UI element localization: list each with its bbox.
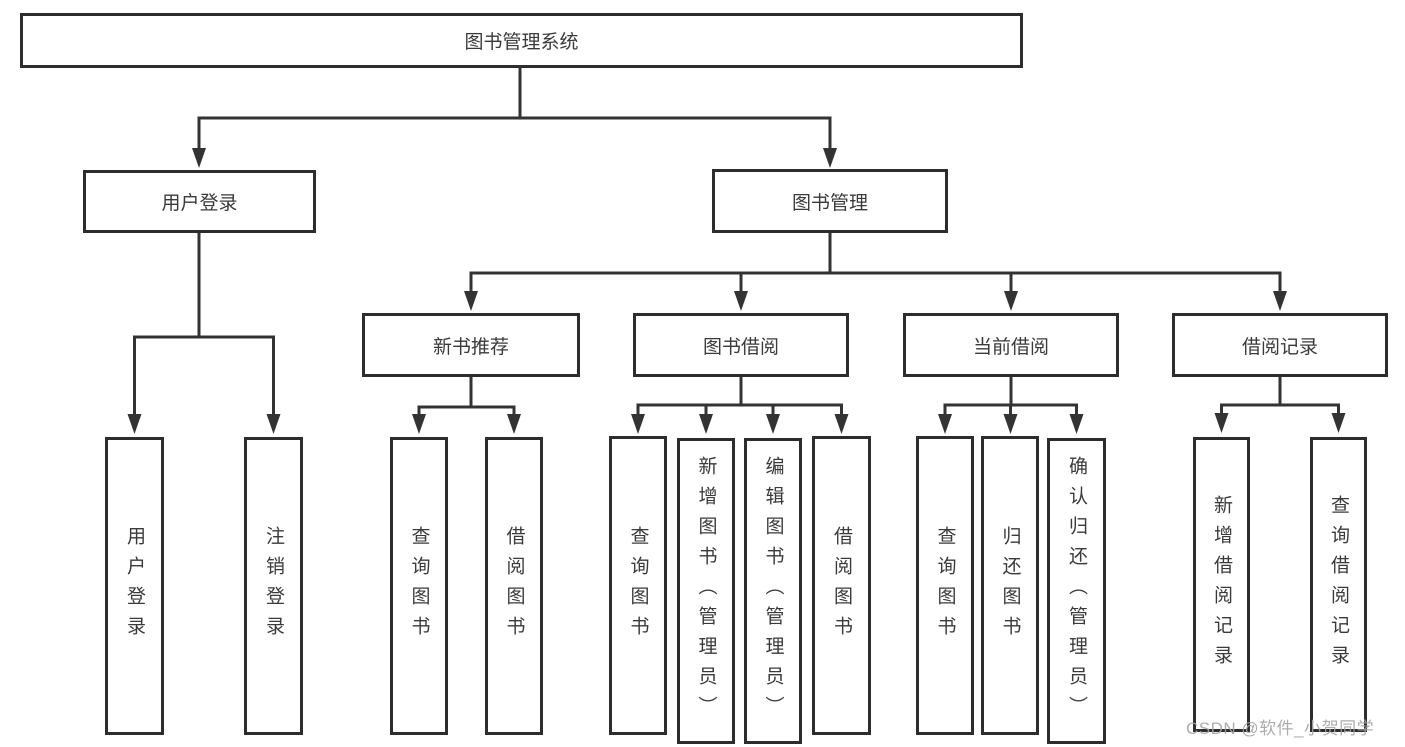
node-label-op-query-books-current: 查询图书 [934,525,956,646]
node-label-op-query-borrow-record: 查询借阅记录 [1328,494,1349,675]
arrowhead-down-icon [412,414,426,434]
node-op-return-books: 归还图书 [981,436,1039,735]
node-op-borrow-books-borrow: 借阅图书 [812,436,871,735]
arrowhead-down-icon [1273,291,1287,311]
node-op-add-borrow-record: 新增借阅记录 [1193,437,1250,732]
node-label-new-book-rec: 新书推荐 [432,336,509,358]
arrowhead-down-icon [631,414,645,434]
arrowhead-down-icon [699,414,713,434]
node-op-user-login: 用户登录 [105,437,164,735]
node-label-op-logout: 注销登录 [263,526,284,646]
node-user-login: 用户登录 [83,170,316,233]
arrowhead-down-icon [1004,291,1018,311]
node-op-query-books-newrec: 查询图书 [390,437,448,735]
node-label-user-login: 用户登录 [161,193,238,214]
node-label-op-user-login: 用户登录 [124,526,145,646]
node-label-op-borrow-books-newrec: 借阅图书 [503,526,525,646]
node-root: 图书管理系统 [20,13,1023,68]
node-label-borrow-record: 借阅记录 [1241,336,1318,358]
node-label-current-borrow: 当前借阅 [972,336,1049,358]
node-op-add-books-admin: 新增图书（管理员） [677,438,735,744]
node-label-op-borrow-books-borrow: 借阅图书 [831,525,852,646]
arrowhead-down-icon [766,414,780,434]
arrowhead-down-icon [192,148,206,168]
arrowhead-down-icon [1331,413,1346,433]
node-label-op-return-books: 归还图书 [999,525,1021,646]
arrowhead-down-icon [464,291,478,311]
node-op-query-books-borrow: 查询图书 [609,436,667,735]
arrowhead-down-icon [734,291,748,311]
node-book-mgmt: 图书管理 [712,169,948,233]
arrowhead-down-icon [127,414,142,434]
node-label-op-confirm-return-admin: 确认归还（管理员） [1066,456,1087,726]
node-label-op-query-books-newrec: 查询图书 [408,526,430,646]
arrowhead-down-icon [507,414,521,434]
node-op-logout: 注销登录 [244,437,303,735]
node-op-query-books-current: 查询图书 [916,436,974,735]
node-new-book-rec: 新书推荐 [362,313,580,377]
arrowhead-down-icon [834,414,849,434]
node-label-op-query-books-borrow: 查询图书 [627,525,649,646]
watermark-text: CSDN @软件_小贺同学 [1186,719,1375,738]
node-label-root: 图书管理系统 [464,32,579,53]
arrowhead-down-icon [1069,414,1084,434]
node-label-op-add-borrow-record: 新增借阅记录 [1211,494,1232,675]
node-borrow-record: 借阅记录 [1172,313,1388,377]
node-op-borrow-books-newrec: 借阅图书 [485,437,543,735]
arrowhead-down-icon [938,414,952,434]
node-op-edit-books-admin: 编辑图书（管理员） [744,438,802,744]
node-op-query-borrow-record: 查询借阅记录 [1310,437,1367,732]
node-label-op-add-books-admin: 新增图书（管理员） [695,456,717,726]
node-label-op-edit-books-admin: 编辑图书（管理员） [762,456,784,726]
arrowhead-down-icon [1003,414,1018,434]
node-label-book-borrow: 图书借阅 [702,336,779,358]
arrowhead-down-icon [1214,413,1229,433]
node-current-borrow: 当前借阅 [903,313,1119,377]
node-book-borrow: 图书借阅 [633,313,849,377]
node-label-book-mgmt: 图书管理 [791,192,868,214]
arrowhead-down-icon [266,414,281,434]
arrowhead-down-icon [823,148,837,168]
node-op-confirm-return-admin: 确认归还（管理员） [1047,438,1106,744]
